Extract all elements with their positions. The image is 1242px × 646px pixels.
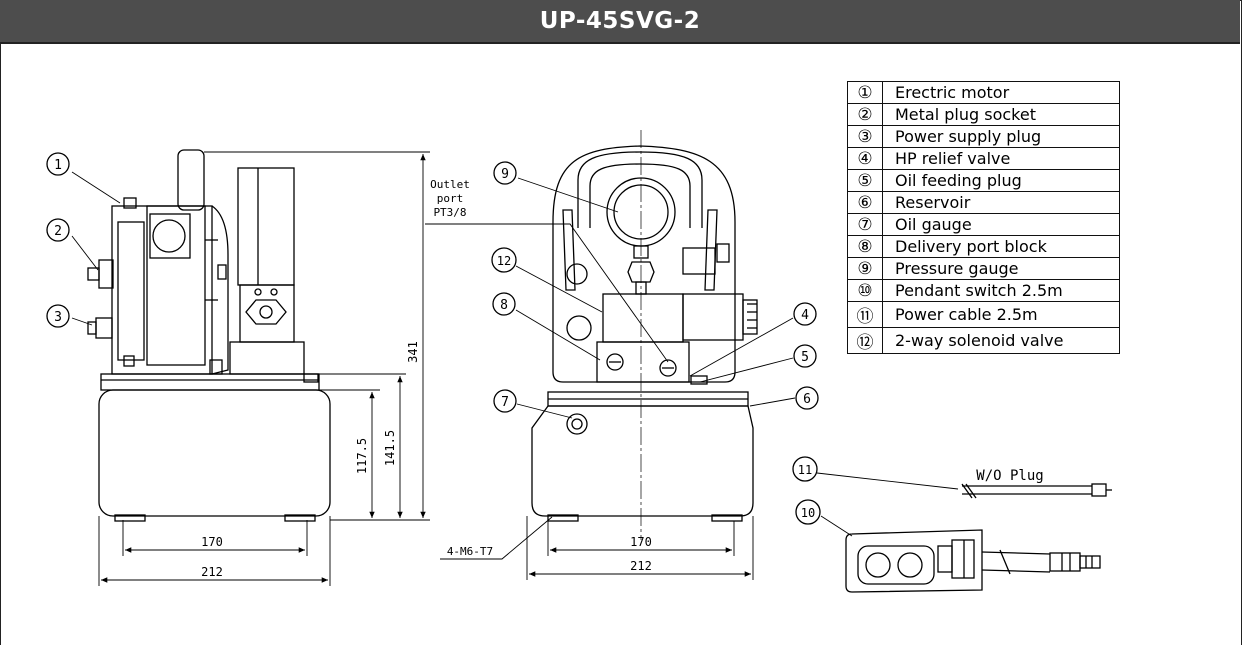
part-description: Power cable 2.5m — [882, 301, 1120, 328]
dim-height-tank: 141.5 — [383, 430, 397, 466]
part-number: ⑥ — [847, 191, 883, 214]
part-description: HP relief valve — [882, 147, 1120, 170]
outlet-label-line2: port — [437, 192, 464, 205]
callout-3-label: 3 — [54, 310, 62, 325]
callout-10-label: 10 — [801, 506, 815, 520]
callout-8-label: 8 — [500, 298, 508, 313]
part-number: ⑦ — [847, 213, 883, 236]
page-title: UP-45SVG-2 — [0, 0, 1240, 44]
callout-1 — [46, 152, 70, 176]
callout-7 — [493, 389, 517, 413]
pendant-view — [792, 456, 1112, 593]
dim-height-lower: 117.5 — [355, 438, 369, 474]
part-description: Erectric motor — [882, 81, 1120, 104]
dim-height-total: 341 — [406, 341, 420, 363]
pendant-switch-body — [845, 529, 983, 593]
side-dim-inner-width: 170 — [201, 535, 223, 549]
part-number: ① — [847, 81, 883, 104]
callout-7-label: 7 — [501, 395, 509, 410]
part-number: ④ — [847, 147, 883, 170]
side-dim-outer-width: 212 — [201, 565, 223, 579]
callout-12-label: 12 — [497, 254, 511, 268]
callout-3 — [46, 304, 70, 328]
callout-5-label: 5 — [801, 350, 809, 365]
callout-11-label: 11 — [798, 463, 812, 477]
callout-6-label: 6 — [803, 392, 811, 407]
part-description: Reservoir — [882, 191, 1120, 214]
part-description: Pendant switch 2.5m — [882, 279, 1120, 302]
part-description: Pressure gauge — [882, 257, 1120, 280]
callout-4 — [793, 302, 817, 326]
callout-1-label: 1 — [54, 158, 62, 173]
side-motor-housing — [111, 205, 213, 375]
part-description: Metal plug socket — [882, 103, 1120, 126]
outlet-label-line1: Outlet — [430, 178, 470, 191]
callout-11 — [792, 456, 818, 482]
part-number: ⑩ — [847, 279, 883, 302]
part-number: ⑨ — [847, 257, 883, 280]
front-motor-housing — [552, 145, 736, 383]
part-number: ⑫ — [847, 327, 883, 354]
part-description: Power supply plug — [882, 125, 1120, 148]
front-reservoir — [531, 405, 754, 517]
callout-12 — [491, 247, 517, 273]
mount-label: 4-M6-T7 — [447, 545, 493, 558]
callout-4-label: 4 — [801, 308, 809, 323]
part-number: ③ — [847, 125, 883, 148]
part-description: Oil gauge — [882, 213, 1120, 236]
callout-9 — [493, 161, 517, 185]
callout-6 — [795, 386, 819, 410]
outlet-label-line3: PT3/8 — [433, 206, 466, 219]
callout-2 — [46, 218, 70, 242]
part-number: ⑪ — [847, 301, 883, 328]
front-dim-inner-width: 170 — [630, 535, 652, 549]
side-reservoir — [98, 389, 331, 517]
part-description: Oil feeding plug — [882, 169, 1120, 192]
part-description: Delivery port block — [882, 235, 1120, 258]
callout-10 — [795, 499, 821, 525]
part-number: ② — [847, 103, 883, 126]
side-view — [46, 149, 430, 586]
front-dim-outer-width: 212 — [630, 559, 652, 573]
callout-9-label: 9 — [501, 167, 509, 182]
part-description: 2-way solenoid valve — [882, 327, 1120, 354]
technical-drawing: 1 2 3 341 141.5 117.5 170 212 Outlet por… — [46, 130, 1112, 593]
callout-5 — [793, 344, 817, 368]
front-view — [425, 130, 819, 580]
callout-8 — [492, 292, 516, 316]
part-number: ⑧ — [847, 235, 883, 258]
callout-2-label: 2 — [54, 224, 62, 239]
part-number: ⑤ — [847, 169, 883, 192]
cable-label: W/O Plug — [976, 468, 1043, 484]
